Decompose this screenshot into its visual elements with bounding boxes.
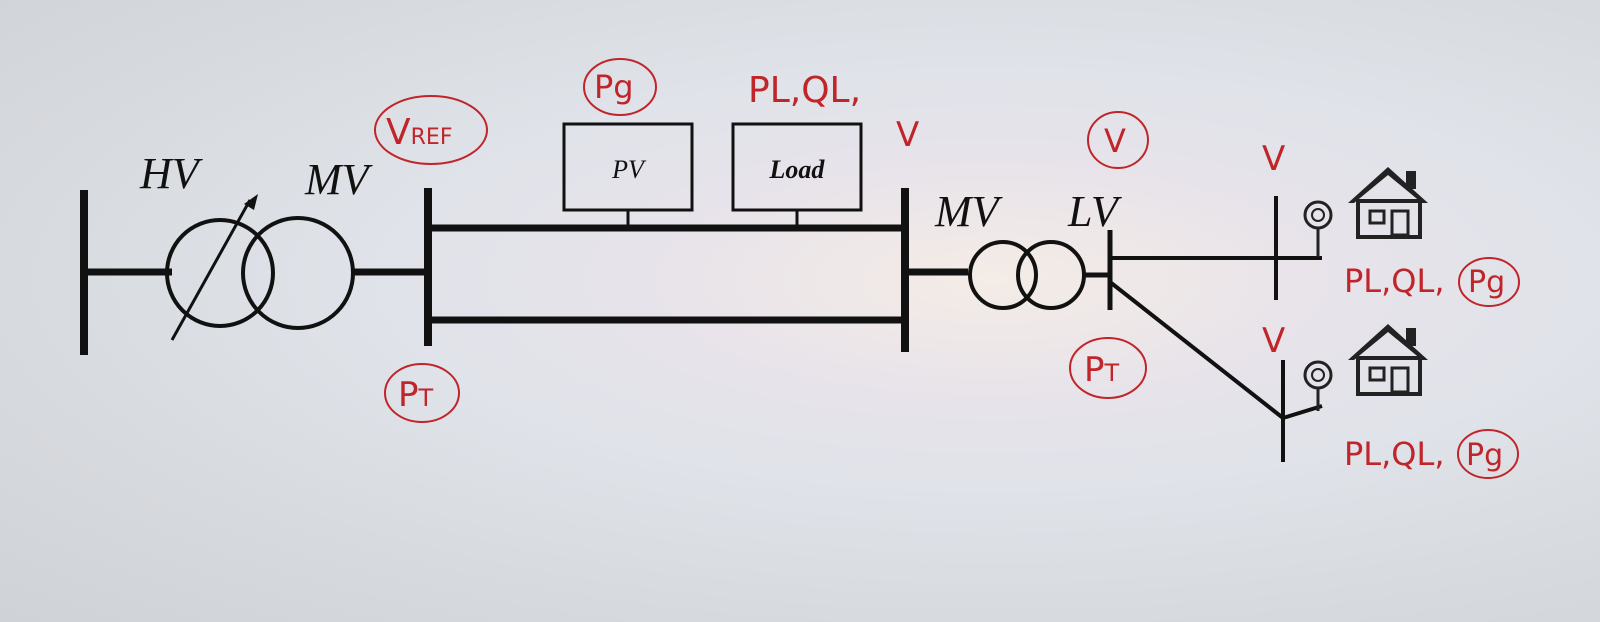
pv-label: PV (611, 155, 647, 184)
mv-left-label: MV (304, 155, 374, 204)
pt-left-measurement: PT (384, 363, 460, 423)
svg-text:Pg: Pg (594, 68, 634, 106)
svg-text:VREF: VREF (386, 112, 452, 153)
load-measurement: PL,QL, (748, 70, 861, 111)
v-mv-end-label: V (896, 115, 919, 155)
pg-top-measurement: Pg (583, 58, 657, 116)
lv-feeder-2-tail (1282, 404, 1323, 420)
v-house2-label: V (1262, 321, 1285, 361)
svg-text:Pg: Pg (1468, 265, 1505, 300)
pt-right-measurement: PT (1069, 337, 1147, 399)
load-label: Load (769, 155, 826, 184)
svg-text:PT: PT (1084, 350, 1120, 390)
house-icon (1348, 324, 1428, 396)
house1-measurement: PL,QL, Pg (1344, 257, 1520, 307)
v-house1-label: V (1262, 139, 1285, 179)
vref-measurement: VREF (374, 95, 488, 165)
svg-text:Pg: Pg (1466, 438, 1503, 473)
meter-icon (1303, 200, 1333, 257)
lv-label: LV (1067, 187, 1123, 236)
meter-icon (1303, 360, 1333, 411)
svg-text:PT: PT (398, 375, 434, 415)
svg-text:V: V (1104, 122, 1126, 160)
v-lv-measurement: V (1087, 111, 1149, 169)
house-icon (1348, 167, 1428, 239)
lv-feeder-2 (1108, 280, 1285, 420)
mv-right-label: MV (934, 187, 1004, 236)
mv-lv-transformer-icon (968, 240, 1086, 310)
svg-text:PL,QL,: PL,QL, (1344, 435, 1444, 473)
oltc-transformer-icon (165, 194, 355, 341)
house2-measurement: PL,QL, Pg (1344, 429, 1519, 479)
svg-text:PL,QL,: PL,QL, (1344, 262, 1444, 300)
hv-label: HV (139, 149, 204, 198)
